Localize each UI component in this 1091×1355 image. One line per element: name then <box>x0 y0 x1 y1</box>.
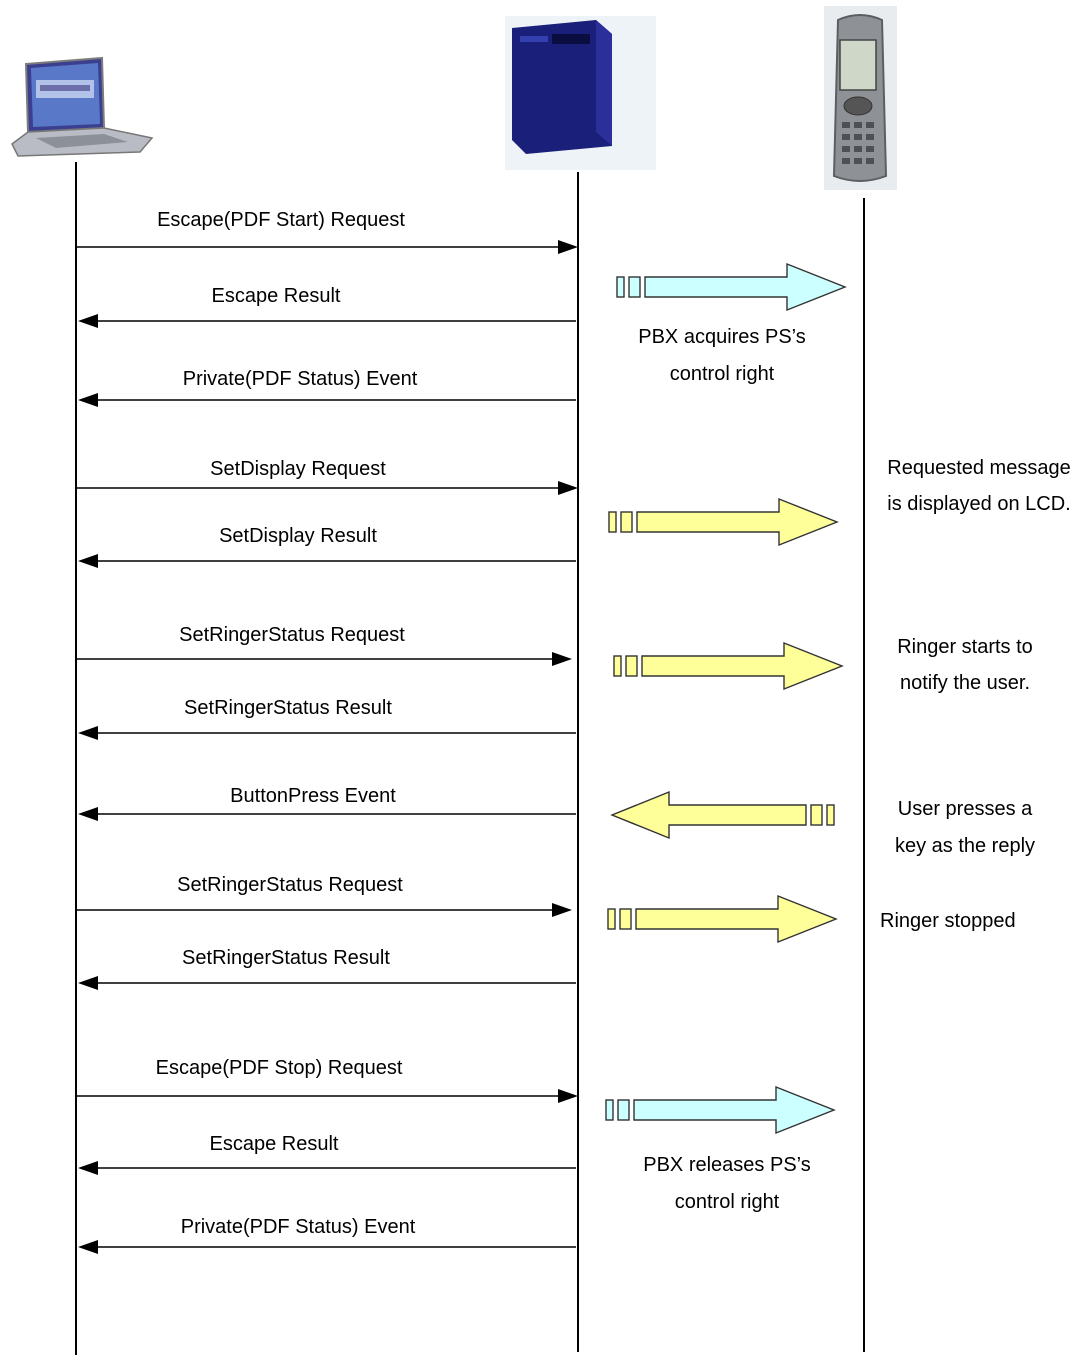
handset-icon <box>824 6 897 190</box>
message-label: SetDisplay Result <box>219 525 377 547</box>
note-line: notify the user. <box>900 672 1030 694</box>
arrowhead <box>558 1089 578 1103</box>
arrowhead <box>78 1240 98 1254</box>
arrowhead <box>78 314 98 328</box>
arrowhead <box>78 1161 98 1175</box>
note-ringer-stop: Ringer stopped <box>880 910 1016 932</box>
arrow-body <box>633 1085 836 1135</box>
arrow-tail-bar <box>625 655 638 677</box>
pbx-unit-icon <box>505 16 656 170</box>
note-ringer-start: Ringer starts to notify the user. <box>897 636 1033 694</box>
arrowhead <box>558 481 578 495</box>
note-key-press: User presses a key as the reply <box>895 798 1035 857</box>
block-arrow-right <box>607 894 838 944</box>
message-label: SetRingerStatus Request <box>177 874 403 896</box>
block-arrow-right <box>613 641 844 691</box>
note-line: Ringer starts to <box>897 636 1033 658</box>
arrowhead <box>552 652 572 666</box>
arrow-body <box>636 497 839 547</box>
arrowhead <box>78 807 98 821</box>
note-line: control right <box>675 1191 780 1213</box>
arrow-body <box>610 790 807 840</box>
message-label: Private(PDF Status) Event <box>181 1216 416 1238</box>
message-label: SetRingerStatus Request <box>179 624 405 646</box>
arrow-tail-bar <box>620 511 633 533</box>
note-line: key as the reply <box>895 835 1035 857</box>
laptop-icon <box>11 56 154 157</box>
arrow-tail-bar <box>810 804 823 826</box>
message-label: Escape(PDF Start) Request <box>157 209 405 231</box>
note-line: PBX acquires PS’s <box>638 326 806 348</box>
note-display: Requested message is displayed on LCD. <box>887 457 1070 515</box>
arrow-tail-bar <box>616 276 625 298</box>
arrow-tail-bar <box>628 276 641 298</box>
note-line: User presses a <box>898 798 1033 820</box>
arrowhead <box>558 240 578 254</box>
arrow-body <box>641 641 844 691</box>
block-arrow-left <box>610 790 835 840</box>
note-release: PBX releases PS’s control right <box>643 1154 811 1213</box>
message-arrows <box>76 240 578 1254</box>
ps-arrows <box>605 262 847 1135</box>
note-line: control right <box>670 363 775 385</box>
arrow-tail-bar <box>617 1099 630 1121</box>
block-arrow-right <box>616 262 847 312</box>
arrow-tail-bar <box>608 511 617 533</box>
arrowhead <box>78 554 98 568</box>
arrow-tail-bar <box>619 908 632 930</box>
block-arrow-right <box>608 497 839 547</box>
message-label: Private(PDF Status) Event <box>183 368 418 390</box>
message-label: Escape Result <box>210 1133 339 1155</box>
message-label: Escape Result <box>212 285 341 307</box>
arrow-body <box>644 262 847 312</box>
block-arrow-right <box>605 1085 836 1135</box>
arrow-tail-bar <box>613 655 622 677</box>
message-label: SetDisplay Request <box>210 458 386 480</box>
arrow-tail-bar <box>605 1099 614 1121</box>
arrowhead <box>78 726 98 740</box>
note-line: Ringer stopped <box>880 910 1016 932</box>
arrow-tail-bar <box>607 908 616 930</box>
note-acquire: PBX acquires PS’s control right <box>638 326 806 385</box>
message-label: SetRingerStatus Result <box>184 697 392 719</box>
note-line: is displayed on LCD. <box>887 493 1070 515</box>
arrow-tail-bar <box>826 804 835 826</box>
message-label: SetRingerStatus Result <box>182 947 390 969</box>
note-line: Requested message <box>887 457 1070 479</box>
arrowhead <box>78 976 98 990</box>
message-label: ButtonPress Event <box>230 785 396 807</box>
arrowhead <box>78 393 98 407</box>
arrowhead <box>552 903 572 917</box>
note-line: PBX releases PS’s <box>643 1154 811 1176</box>
arrow-body <box>635 894 838 944</box>
message-label: Escape(PDF Stop) Request <box>156 1057 403 1079</box>
